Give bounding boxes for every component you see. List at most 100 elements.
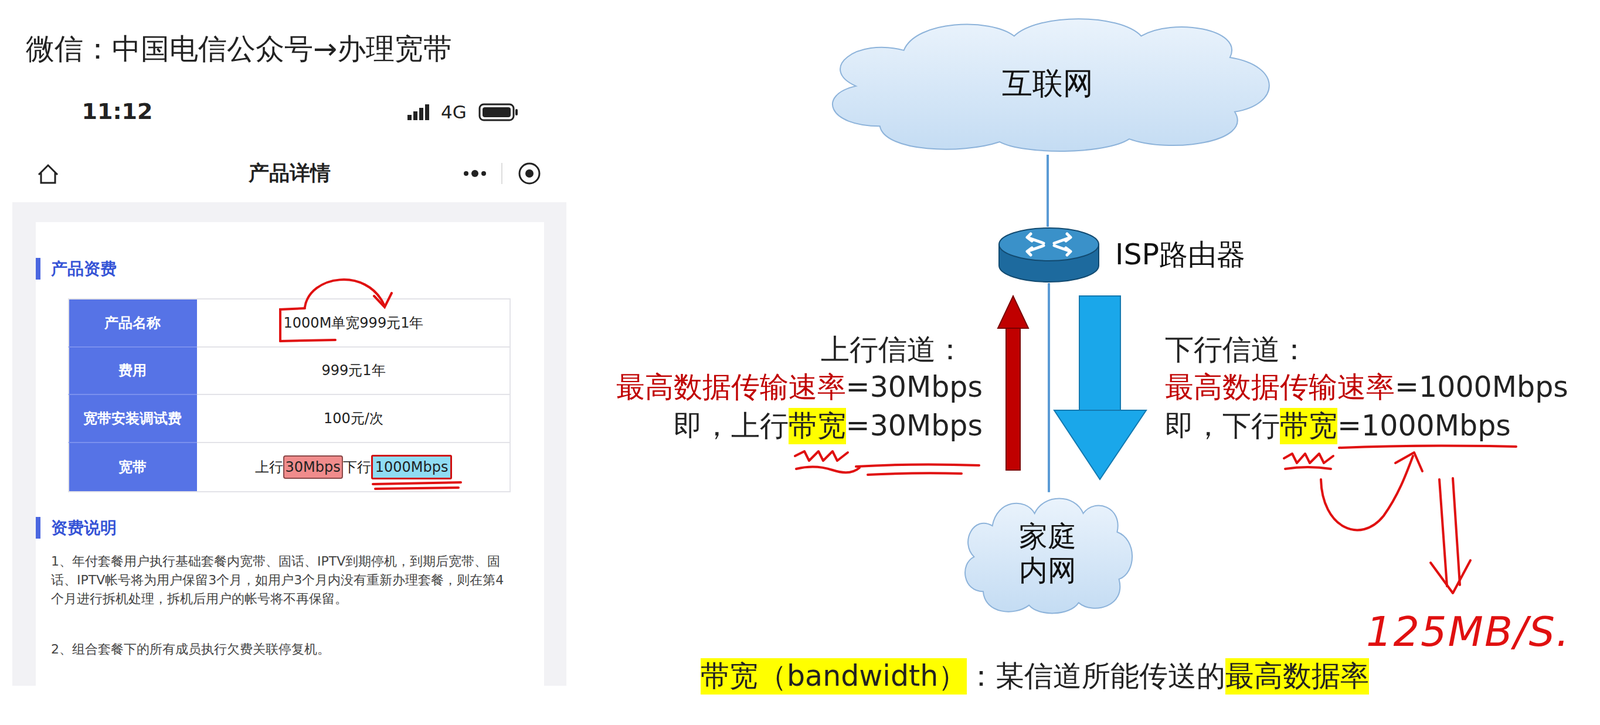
red-handwriting	[795, 445, 1517, 594]
text-label: 下行	[342, 458, 372, 477]
node-text: 互联网	[1001, 65, 1094, 102]
text-row: 100元/次	[323, 409, 384, 428]
text-label: 4G	[440, 100, 467, 124]
node-text: ISP路由器	[1115, 235, 1246, 275]
drawing-path	[1285, 467, 1331, 470]
text-label: 1000Mbps	[371, 454, 453, 480]
link-line	[1047, 154, 1049, 227]
drawing-line	[196, 393, 511, 396]
nav-bar	[12, 146, 567, 203]
text-row: 产品资费	[51, 258, 117, 280]
drawing-path	[375, 487, 459, 489]
drawing-polygon	[997, 296, 1029, 329]
drawing-path	[1320, 456, 1413, 531]
drawing-path	[1439, 479, 1447, 587]
drawing-circle	[463, 171, 469, 176]
isp-router: ISP路由器	[997, 226, 1100, 284]
text-label: 产品名称	[104, 314, 161, 332]
drawing-path	[280, 340, 336, 342]
cloud-outline	[832, 18, 1270, 152]
home-icon	[38, 165, 58, 183]
drawing-rect	[68, 299, 511, 492]
drawing-circle	[519, 163, 540, 184]
drawing-rect	[419, 107, 424, 121]
text-label: 资费说明	[51, 517, 117, 539]
router-part	[1027, 233, 1071, 256]
drawing-rect	[407, 114, 412, 121]
text-label: =30Mbps	[846, 369, 983, 406]
drawing-rect	[1079, 296, 1121, 412]
drawing-rect	[479, 104, 514, 121]
drawing-rect	[1006, 327, 1021, 471]
text-label: 125MB/S.	[1366, 606, 1571, 659]
drawing-path	[855, 464, 980, 467]
drawing-path	[1452, 478, 1460, 586]
node-text: 家庭 内网	[1016, 520, 1079, 590]
text-label: 最高数据传输速率	[616, 369, 847, 406]
text-label: 带宽	[1279, 408, 1338, 444]
downlink-arrow	[1054, 296, 1147, 480]
text-row: 即，上行带宽=30Mbps	[673, 408, 983, 444]
text-row: 11:12	[82, 97, 154, 127]
text-label: =1000Mbps	[1394, 369, 1569, 406]
drawing-circle	[481, 171, 487, 176]
text-label: 产品详情	[248, 160, 331, 187]
text-label: 带宽（bandwidth）	[700, 658, 967, 695]
text-label: ：某信道所能传送的	[966, 658, 1226, 695]
text-row: 125MB/S.	[1366, 606, 1571, 659]
text-row: 带宽（bandwidth）：某信道所能传送的最高数据率	[700, 658, 1369, 695]
text-row: 资费说明	[51, 517, 117, 539]
text-row: 上行30Mbps下行1000Mbps	[255, 454, 453, 480]
text-label: 下行信道：	[1164, 331, 1309, 368]
text-row: 1、年付套餐用户执行基础套餐内宽带、固话、IPTV到期停机，到期后宽带、固话、I…	[51, 552, 516, 609]
text-row: 宽带安装调试费	[83, 409, 182, 428]
text-label: 2、组合套餐下的所有成员执行欠费关联停复机。	[51, 640, 331, 659]
text-row: 产品详情	[248, 160, 331, 187]
link-line	[1048, 283, 1050, 493]
text-label: 即，上行	[673, 408, 789, 444]
text-label: 30Mbps	[283, 455, 343, 480]
divider	[501, 162, 503, 185]
drawing-rect	[482, 107, 511, 118]
drawing-path	[372, 482, 461, 485]
text-label: 1、年付套餐用户执行基础套餐内宽带、固话、IPTV到期停机，到期后宽带、固话、I…	[51, 552, 516, 609]
cloud-outline	[965, 498, 1133, 614]
text-row: 产品名称	[104, 314, 161, 332]
text-label: 上行信道：	[820, 331, 965, 368]
text-row: 下行信道：	[1164, 331, 1309, 368]
drawing-path	[1283, 453, 1334, 464]
drawing-line	[68, 346, 197, 348]
drawing-path	[795, 451, 848, 461]
text-row: 费用	[118, 361, 147, 380]
drawing-path	[1339, 445, 1517, 448]
text-label: 最高数据率	[1225, 658, 1369, 695]
drawing-rect	[413, 111, 418, 121]
router-part	[999, 228, 1099, 261]
text-label: 上行	[255, 458, 284, 477]
section-bar	[35, 257, 41, 280]
text-label: 1000M单宽999元1年	[283, 314, 424, 332]
text-row: 1000M单宽999元1年	[283, 314, 424, 332]
internet-cloud: 互联网	[807, 11, 1288, 155]
home-network-cloud: 家庭 内网	[955, 492, 1140, 617]
table-head-column	[68, 299, 197, 492]
text-row: 微信：中国电信公众号→办理宽带	[25, 31, 453, 67]
text-label: 999元1年	[321, 361, 386, 380]
more-icon	[463, 170, 487, 178]
text-label: 11:12	[82, 97, 154, 127]
drawing-circle	[471, 170, 479, 178]
text-row: 4G	[440, 100, 467, 124]
drawing-circle	[525, 169, 534, 178]
drawing-line	[68, 393, 197, 396]
table-head-lines	[68, 347, 197, 443]
text-label: 费用	[118, 361, 147, 380]
drawing-path	[867, 473, 962, 475]
router-icon	[997, 226, 1100, 284]
drawing-path	[304, 279, 385, 308]
table-grid	[68, 299, 511, 492]
text-label: 宽带安装调试费	[83, 409, 182, 428]
signal-icon	[407, 104, 430, 121]
text-row: 上行信道：	[820, 331, 965, 368]
